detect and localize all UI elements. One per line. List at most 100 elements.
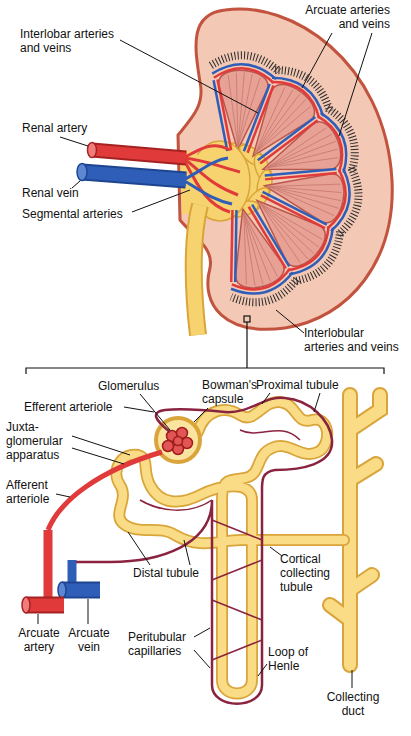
- leader-lines: [258, 664, 267, 676]
- label-box: Interlobar arteries and veins: [20, 27, 124, 55]
- renal-vein: [82, 172, 186, 180]
- collecting-duct: [330, 395, 380, 665]
- glomerulus: [174, 437, 183, 446]
- interlobar-vessels: [214, 79, 337, 282]
- collecting-duct: [330, 395, 380, 665]
- label-box: Renal artery: [22, 121, 87, 135]
- interlobar-vessels: [261, 192, 327, 228]
- label-box: Efferent arteriole: [24, 400, 113, 414]
- part-label: Arcuate artery: [16, 626, 62, 654]
- part-label: Proximal tubule: [256, 378, 339, 392]
- label-box: Collecting duct: [320, 690, 386, 718]
- leader-lines: [72, 436, 130, 464]
- label-box: Segmental arteries: [22, 207, 123, 221]
- interlobar-vessels: [231, 210, 236, 282]
- interlobar-vessels: [265, 169, 337, 179]
- glomerulus: [163, 428, 193, 455]
- part-label: Arcuate arteries and veins: [296, 3, 390, 31]
- part-label: Interlobular arteries and veins: [304, 326, 406, 354]
- interlobar-vessels: [249, 205, 290, 269]
- segmental-veins: [183, 158, 228, 180]
- label-box: Arcuate artery: [16, 626, 62, 654]
- segmental-arteries: [183, 146, 240, 212]
- renal-artery: [88, 143, 97, 158]
- ureter: [194, 205, 200, 335]
- label-box: Renal vein: [22, 186, 79, 200]
- leader-lines: [132, 190, 190, 212]
- tubule: [116, 402, 344, 694]
- leader-lines: [56, 494, 70, 497]
- renal-artery: [92, 150, 186, 158]
- peritubular-capillaries: [140, 430, 300, 660]
- peritubular-capillaries: [76, 398, 332, 704]
- label-box: Distal tubule: [133, 566, 199, 580]
- kidney: [178, 9, 392, 329]
- leader-lines: [194, 628, 210, 668]
- kidney-cortex: [178, 9, 392, 329]
- leader-lines: [124, 407, 154, 412]
- label-box: Glomerulus: [98, 379, 159, 393]
- afferent-arteriole: [48, 452, 162, 530]
- segmental-arteries: [183, 158, 238, 195]
- part-label: Renal artery: [22, 121, 87, 135]
- interlobar-vessels: [258, 117, 318, 164]
- part-label: Renal vein: [22, 186, 79, 200]
- part-label: Glomerulus: [98, 379, 159, 393]
- label-box: Afferent arteriole: [6, 478, 60, 506]
- interlobar-vessels: [244, 84, 274, 153]
- label-box: Juxta- glomerular apparatus: [6, 420, 70, 462]
- part-label: Peritubular capillaries: [128, 630, 194, 658]
- tubule: [116, 402, 344, 694]
- arcuate-vessels: [26, 599, 64, 612]
- leader-lines: [302, 33, 372, 136]
- part-label: Segmental arteries: [22, 207, 123, 221]
- arcuate-vessels: [22, 597, 30, 613]
- leader-lines: [88, 599, 89, 624]
- segmental-arteries: [183, 146, 230, 158]
- peritubular-capillaries: [76, 398, 332, 704]
- leader-lines: [140, 394, 170, 430]
- part-label: Collecting duct: [320, 690, 386, 718]
- interlobar-vessels: [258, 117, 318, 164]
- collecting-duct: [330, 395, 380, 665]
- renal-vein: [77, 164, 186, 181]
- label-box: Proximal tubule: [256, 378, 339, 392]
- leader-lines: [38, 33, 372, 688]
- part-label: Arcuate vein: [66, 626, 112, 654]
- label-box: Arcuate arteries and veins: [296, 3, 390, 31]
- interlobar-vessels: [261, 192, 327, 228]
- part-label: Bowman's capsule: [202, 378, 264, 406]
- part-label: Efferent arteriole: [24, 400, 113, 414]
- segmental-veins: [183, 180, 232, 204]
- label-box: Arcuate vein: [66, 626, 112, 654]
- part-label: Cortical collecting tubule: [280, 552, 340, 594]
- interlobar-vessels: [214, 79, 232, 150]
- label-box: Bowman's capsule: [202, 378, 264, 406]
- ureter-fill: [194, 205, 200, 335]
- arcuate-vessels: [58, 582, 66, 598]
- arcuate-vessels: [62, 584, 100, 597]
- label-box: Loop of Henle: [268, 645, 316, 673]
- part-label: Interlobar arteries and veins: [20, 27, 124, 55]
- leader-lines: [60, 137, 88, 146]
- part-label: Juxta- glomerular apparatus: [6, 420, 70, 462]
- part-label: Distal tubule: [133, 566, 199, 580]
- renal-artery: [88, 143, 187, 159]
- label-box: Interlobular arteries and veins: [304, 326, 406, 354]
- leader-lines: [262, 393, 320, 412]
- leader-lines: [120, 40, 258, 113]
- tubule: [116, 402, 344, 694]
- leader-lines: [128, 532, 190, 565]
- interlobar-vessels: [231, 210, 236, 282]
- glomerulus: [163, 441, 174, 452]
- detail-marker: [244, 316, 250, 322]
- label-box: Peritubular capillaries: [128, 630, 194, 658]
- renal-vein: [82, 172, 186, 180]
- segmental-veins: [183, 158, 232, 204]
- leader-lines: [276, 310, 304, 333]
- leader-lines: [352, 670, 353, 688]
- arcuate-vessels: [26, 597, 64, 614]
- interlobar-vessels: [244, 84, 274, 153]
- part-label: Loop of Henle: [268, 645, 316, 673]
